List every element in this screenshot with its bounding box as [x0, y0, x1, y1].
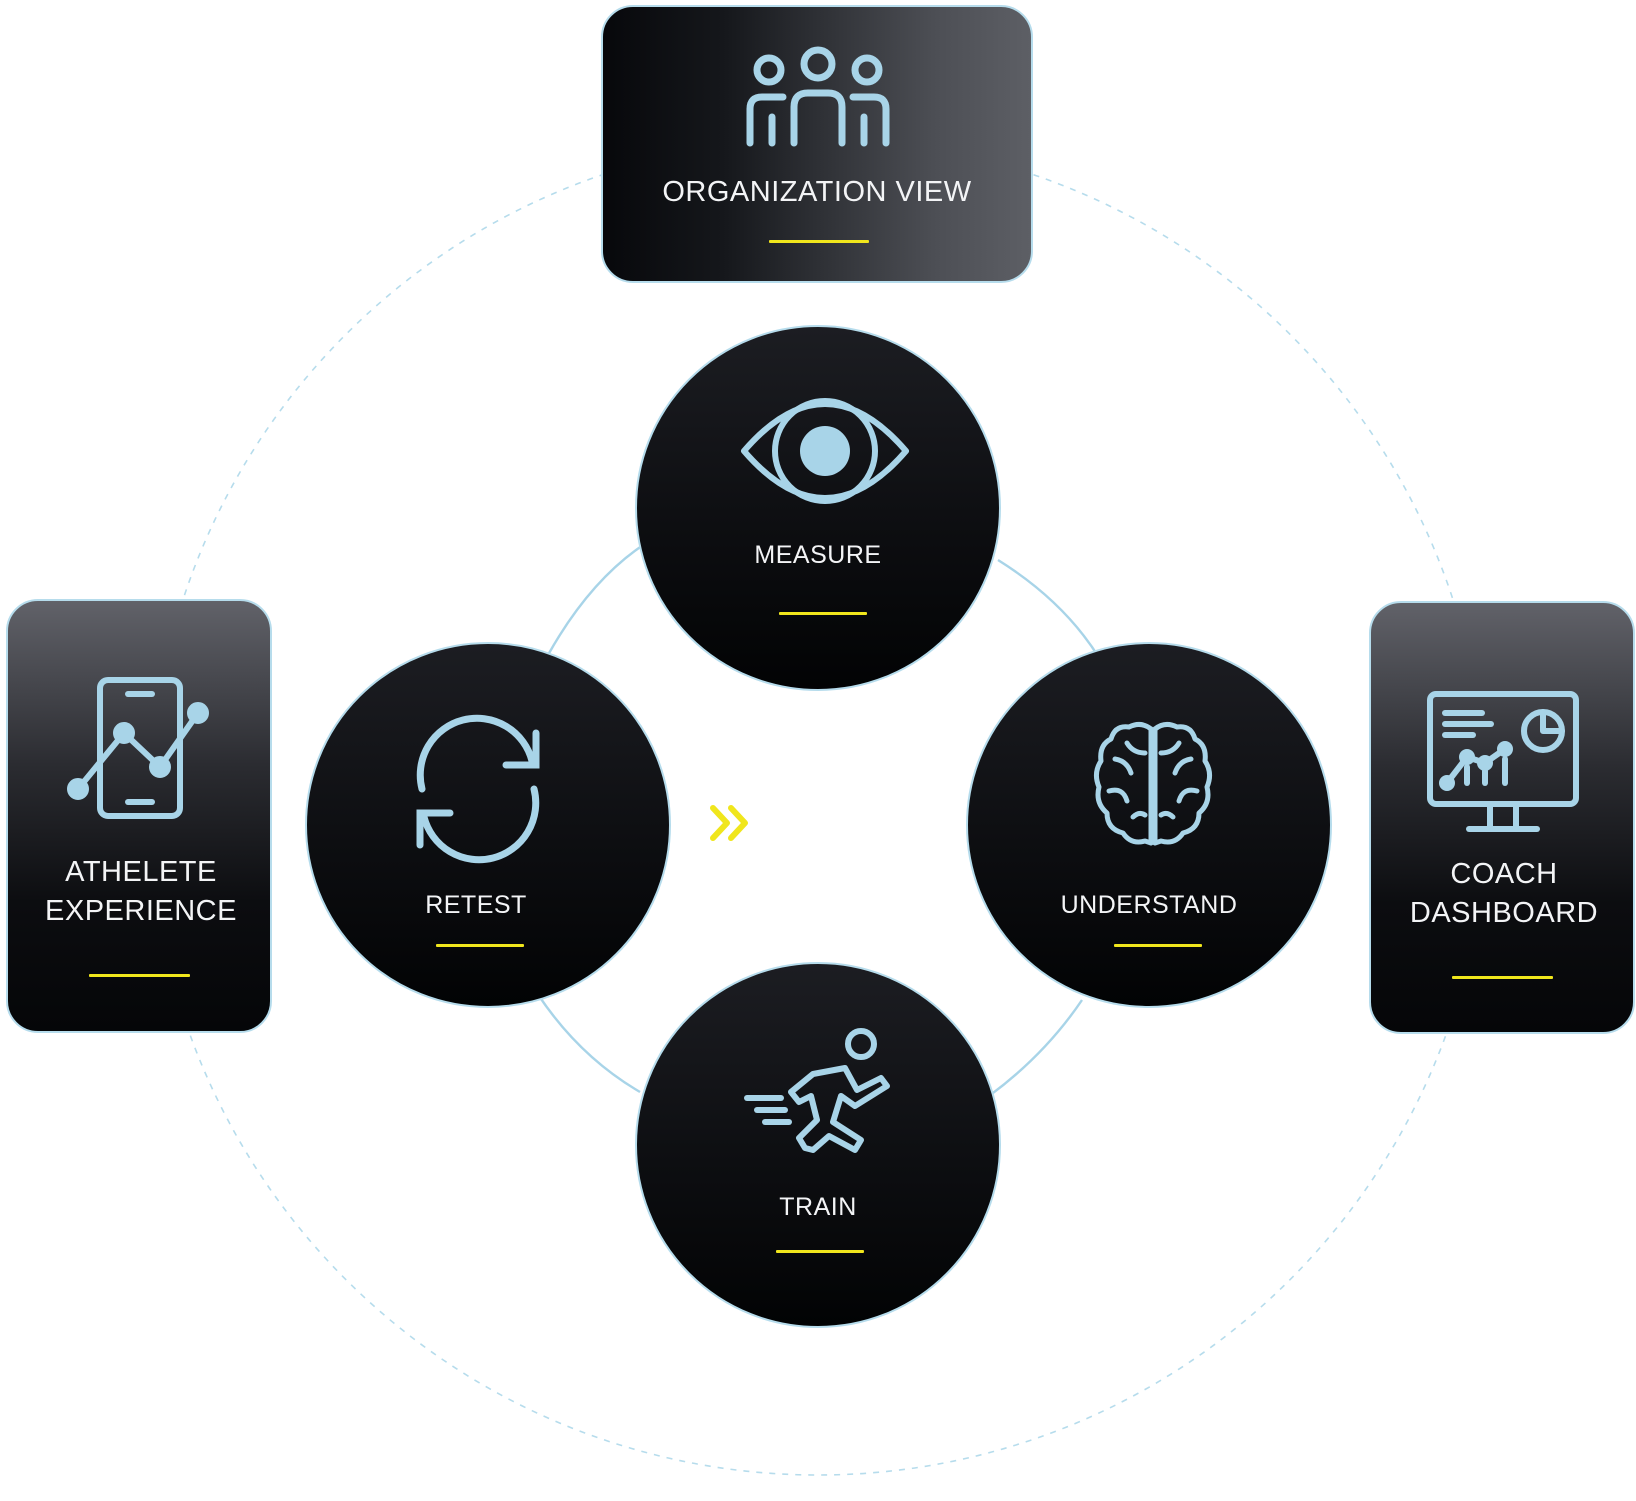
- refresh-icon: [416, 714, 540, 864]
- monitor-chart-icon: [1427, 691, 1579, 832]
- athlete-experience-card: ATHELETE EXPERIENCE: [6, 599, 272, 1033]
- double-chevron-icon: [710, 805, 748, 841]
- coach-dashboard-card: COACH DASHBOARD: [1369, 601, 1635, 1034]
- organization-view-card: ORGANIZATION VIEW: [601, 5, 1033, 283]
- understand-underline: [1114, 944, 1202, 947]
- measure-node: MEASURE: [635, 325, 1001, 691]
- retest-node: RETEST: [305, 642, 671, 1008]
- athlete-experience-underline: [89, 974, 190, 977]
- organization-view-label: ORGANIZATION VIEW: [662, 176, 972, 208]
- retest-underline: [436, 944, 524, 947]
- train-node: TRAIN: [635, 962, 1001, 1328]
- brain-icon: [1093, 721, 1213, 846]
- understand-node: UNDERSTAND: [966, 642, 1332, 1008]
- retest-label: RETEST: [425, 891, 527, 919]
- train-underline: [776, 1250, 864, 1253]
- people-group-icon: [746, 46, 890, 147]
- measure-underline: [779, 612, 867, 615]
- running-person-icon: [744, 1028, 890, 1153]
- train-label: TRAIN: [779, 1193, 857, 1221]
- measure-label: MEASURE: [754, 541, 882, 569]
- organization-view-underline: [769, 240, 869, 243]
- phone-chart-icon: [67, 677, 209, 819]
- coach-dashboard-label: COACH DASHBOARD: [1409, 858, 1599, 929]
- eye-icon: [741, 398, 909, 504]
- coach-dashboard-underline: [1452, 976, 1553, 979]
- athlete-experience-label: ATHELETE EXPERIENCE: [45, 856, 237, 927]
- understand-label: UNDERSTAND: [1060, 891, 1238, 919]
